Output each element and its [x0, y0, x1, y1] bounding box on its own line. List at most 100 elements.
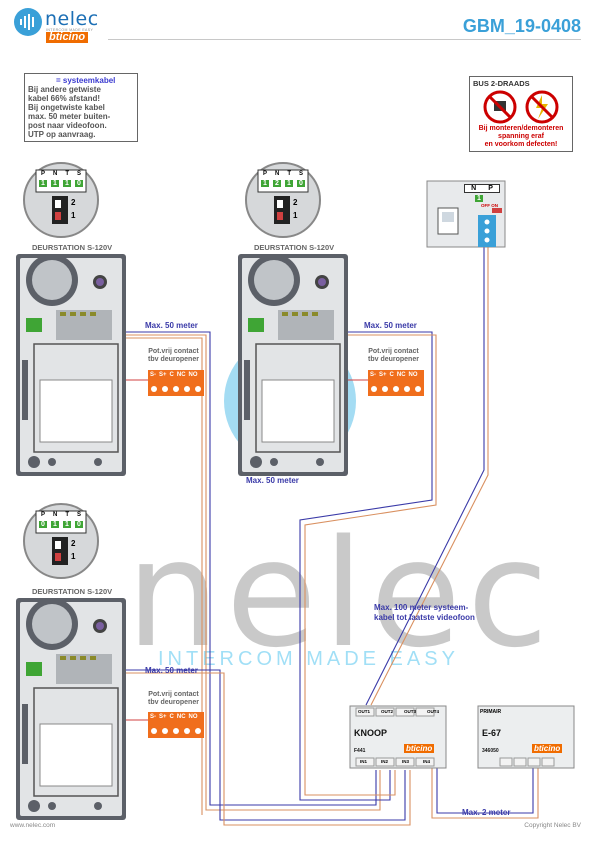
- cable-length-label: Max. 50 meter: [145, 666, 198, 675]
- knoop-brand: bticino: [404, 744, 435, 753]
- terminal-label: NO: [188, 372, 198, 378]
- nelec-logo-icon: [14, 8, 42, 36]
- e67-title: E-67: [482, 728, 502, 738]
- dip-value: 1: [261, 180, 269, 187]
- e67-unit: [477, 705, 575, 769]
- dip-header: P: [488, 185, 493, 192]
- document-id: GBM_19-0408: [462, 16, 581, 36]
- dip-value: 2: [273, 180, 281, 187]
- bus-title: BUS 2-DRAADS: [473, 79, 530, 88]
- relay-label-line: Pot.vrij contact: [148, 348, 199, 355]
- door-station-title: DEURSTATION S-120V: [32, 243, 113, 252]
- relay-label-line: Pot.vrij contact: [148, 691, 199, 698]
- dip-value: 1: [63, 521, 71, 528]
- note-system-cable: = systeemkabel: [56, 76, 116, 85]
- terminal-label: S+: [379, 372, 387, 378]
- dip-header: N: [274, 171, 280, 177]
- terminal-label: NC: [396, 372, 406, 378]
- relay-contact-label: Pot.vrij contact tbv deuropener: [148, 348, 199, 364]
- dip-value: 0: [297, 180, 305, 187]
- indoor-dip-value: 1: [475, 195, 483, 202]
- dip-header: N: [471, 185, 477, 192]
- terminal-label: S-: [370, 372, 376, 378]
- door-station-title: DEURSTATION S-120V: [254, 243, 335, 252]
- note-line: kabel 66% afstand!: [28, 94, 101, 103]
- note-line: max. 50 meter buiten-: [28, 112, 111, 121]
- knoop-output: OUT3: [404, 709, 417, 714]
- note-line: post naar videofoon.: [28, 121, 107, 130]
- dip-value: 1: [51, 521, 59, 528]
- knoop-input: IN4: [423, 759, 431, 764]
- watermark-word: nelec: [126, 508, 555, 680]
- dip-value: 1: [51, 180, 59, 187]
- watermark-tagline: INTERCOM MADE EASY: [158, 648, 459, 670]
- relay-label-line: tbv deuropener: [148, 356, 199, 363]
- knoop-output: OUT4: [427, 709, 440, 714]
- terminal-label: S-: [150, 714, 156, 720]
- footer-copyright: Copyright Nelec BV: [524, 822, 581, 829]
- knoop-input: IN1: [360, 759, 368, 764]
- knoop-input: IN2: [381, 759, 389, 764]
- indoor-off-on: OFF ON: [481, 203, 498, 208]
- switch-label: 2: [71, 539, 76, 548]
- knoop-unit: [349, 705, 447, 769]
- dip-header: S: [76, 171, 81, 177]
- door-station-1: [16, 254, 126, 476]
- terminal-label: C: [169, 372, 174, 378]
- switch-label: 1: [293, 211, 298, 220]
- terminal-label: C: [389, 372, 394, 378]
- bus-warning-line: Bij monteren/demonteren: [478, 125, 564, 132]
- terminal-label: NO: [408, 372, 418, 378]
- note-line: Bij andere getwiste: [28, 85, 101, 94]
- knoop-outputs: OUT1 OUT2 OUT3 OUT4: [358, 709, 439, 714]
- cable-length-label: Max. 50 meter: [246, 476, 299, 485]
- relay-contact-label: Pot.vrij contact tbv deuropener: [368, 348, 419, 364]
- knoop-output: OUT2: [381, 709, 394, 714]
- knoop-code: F441: [354, 748, 366, 754]
- knoop-output: OUT1: [358, 709, 371, 714]
- note-line: UTP op aanvraag.: [28, 130, 96, 139]
- knoop-e67-length: Max. 2 meter: [462, 808, 511, 817]
- knoop-input: IN3: [402, 759, 410, 764]
- dip-value: 0: [39, 521, 47, 528]
- relay-label-line: tbv deuropener: [368, 356, 419, 363]
- logo-brand: bticino: [46, 32, 89, 43]
- switch-label: 2: [71, 198, 76, 207]
- logo-tagline: INTERCOM MADE EASY: [46, 28, 94, 32]
- knoop-title: KNOOP: [354, 728, 388, 738]
- header-divider: [108, 39, 581, 40]
- system-cable-line: kabel tot laatste videofoon: [374, 613, 475, 622]
- dip-header: N: [52, 512, 58, 518]
- note-line: Bij ongetwiste kabel: [28, 103, 105, 112]
- switch-label: 1: [71, 552, 76, 561]
- dip-value: 1: [285, 180, 293, 187]
- dip-value: 1: [63, 180, 71, 187]
- terminal-label: S+: [159, 714, 167, 720]
- dip-header: P: [262, 171, 267, 177]
- terminal-label: S+: [159, 372, 167, 378]
- relay-label-line: Pot.vrij contact: [368, 348, 419, 355]
- terminal-label: S-: [150, 372, 156, 378]
- switch-label: 2: [293, 198, 298, 207]
- system-cable-line: Max. 100 meter systeem-: [374, 603, 469, 612]
- e67-primary: PRIMAIR: [480, 709, 502, 715]
- e67-code: 346050: [482, 748, 499, 754]
- bus-warning-text: Bij monteren/demonteren spanning eraf en…: [470, 125, 572, 149]
- dip-value: 1: [39, 180, 47, 187]
- cable-note: = systeemkabel Bij andere getwiste kabel…: [24, 73, 138, 142]
- switch-label: 1: [71, 211, 76, 220]
- dip-value: 0: [75, 521, 83, 528]
- terminal-label: NO: [188, 714, 198, 720]
- dip-header: P: [40, 512, 45, 518]
- system-cable-label: Max. 100 meter systeem- kabel tot laatst…: [374, 603, 475, 623]
- bus-warning-line: en voorkom defecten!: [484, 141, 558, 148]
- door-station-title: DEURSTATION S-120V: [32, 587, 113, 596]
